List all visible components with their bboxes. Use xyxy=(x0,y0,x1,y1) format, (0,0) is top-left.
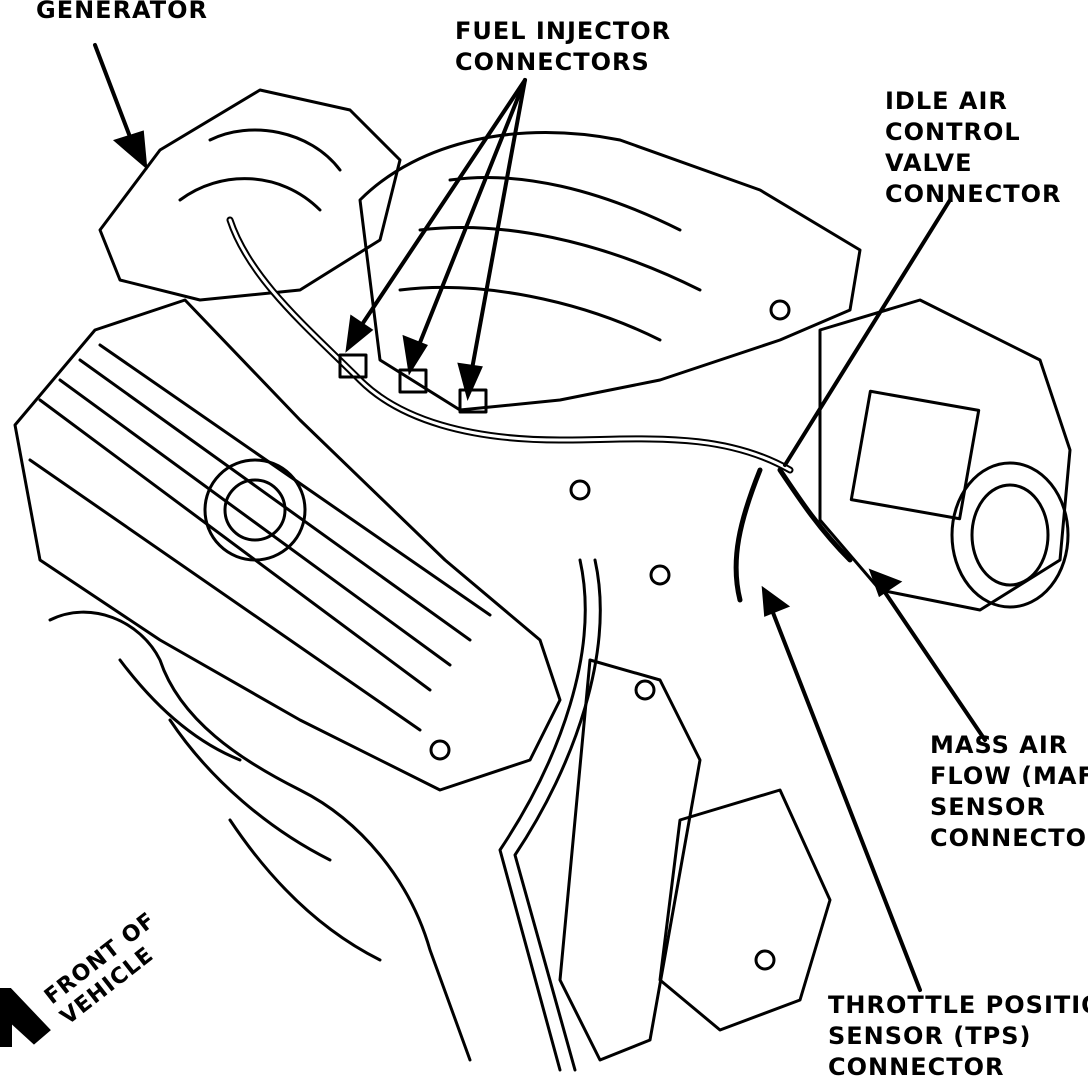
plenum-ribs xyxy=(398,175,702,342)
arrowhead-injector-3 xyxy=(457,362,483,401)
label-line: CONNECTOR xyxy=(828,1053,1005,1081)
leader-iac xyxy=(783,198,952,467)
oil-filler-cap-inner xyxy=(223,478,287,542)
valve-cover-outline xyxy=(13,298,562,792)
label-fuel-injector-connectors: FUEL INJECTOR CONNECTORS xyxy=(455,16,671,78)
exhaust-manifold xyxy=(48,610,472,1062)
bolt xyxy=(649,564,671,586)
bolt xyxy=(769,299,791,321)
generator-body xyxy=(98,88,402,302)
bolt xyxy=(634,679,656,701)
bolt xyxy=(754,949,776,971)
leader-injector-2 xyxy=(413,78,527,357)
leader-generator xyxy=(93,43,137,152)
lower-block xyxy=(118,658,382,962)
label-line: IDLE AIR xyxy=(885,87,1008,115)
label-line: FUEL INJECTOR xyxy=(455,17,672,45)
label-line: CONNECTOR xyxy=(885,180,1062,208)
label-line: SENSOR (TPS) xyxy=(828,1022,1032,1050)
label-line: SENSOR xyxy=(930,793,1046,821)
label-line: THROTTLE POSITION xyxy=(828,991,1088,1019)
bracket-right xyxy=(558,658,702,1062)
fuel-line-b xyxy=(513,558,602,1072)
label-generator: GENERATOR xyxy=(36,0,208,26)
leader-injector-3 xyxy=(468,78,527,382)
maf-sensor-inner xyxy=(970,483,1050,587)
generator-detail xyxy=(178,128,342,212)
label-maf-sensor-connector: MASS AIR FLOW (MAF) SENSOR CONNECTOR xyxy=(930,730,1088,854)
bolt xyxy=(569,479,591,501)
fuel-line-a xyxy=(498,558,587,1072)
label-line: CONTROL xyxy=(885,118,1021,146)
label-line: GENERATOR xyxy=(36,0,209,24)
maf-sensor-box xyxy=(849,389,981,521)
intake-plenum xyxy=(358,131,862,412)
wiring-harness-core xyxy=(228,218,792,472)
label-line: FLOW (MAF) xyxy=(930,762,1088,790)
arrowhead-maf xyxy=(868,568,903,598)
oil-filler-cap xyxy=(203,458,307,562)
injector-connector-2 xyxy=(398,368,428,394)
label-line: MASS AIR xyxy=(930,731,1069,759)
bolt xyxy=(429,739,451,761)
arrowhead-generator xyxy=(112,130,148,170)
label-tps-connector: THROTTLE POSITION SENSOR (TPS) CONNECTOR xyxy=(828,990,1088,1083)
arrowhead-injector-1 xyxy=(345,314,374,353)
front-arrow-icon xyxy=(0,988,51,1047)
label-line: CONNECTOR xyxy=(930,824,1088,852)
label-line: CONNECTORS xyxy=(455,48,650,76)
arrowhead-tps xyxy=(761,585,791,617)
leader-maf xyxy=(878,583,987,742)
arrowhead-injector-2 xyxy=(402,334,428,376)
label-line: VALVE xyxy=(885,149,973,177)
leader-tps xyxy=(768,603,922,992)
harness-branch-maf xyxy=(777,467,853,563)
valve-cover-ribs xyxy=(28,343,492,732)
label-idle-air-control-valve-connector: IDLE AIR CONTROL VALVE CONNECTOR xyxy=(885,86,1061,210)
injector-connector-3 xyxy=(458,388,488,414)
leader-injector-1 xyxy=(353,78,527,337)
injector-connector-1 xyxy=(338,353,368,379)
maf-sensor-housing xyxy=(950,461,1070,609)
bracket-lower xyxy=(658,788,832,1032)
throttle-body xyxy=(818,298,1072,612)
harness-branch-tps xyxy=(733,467,763,603)
